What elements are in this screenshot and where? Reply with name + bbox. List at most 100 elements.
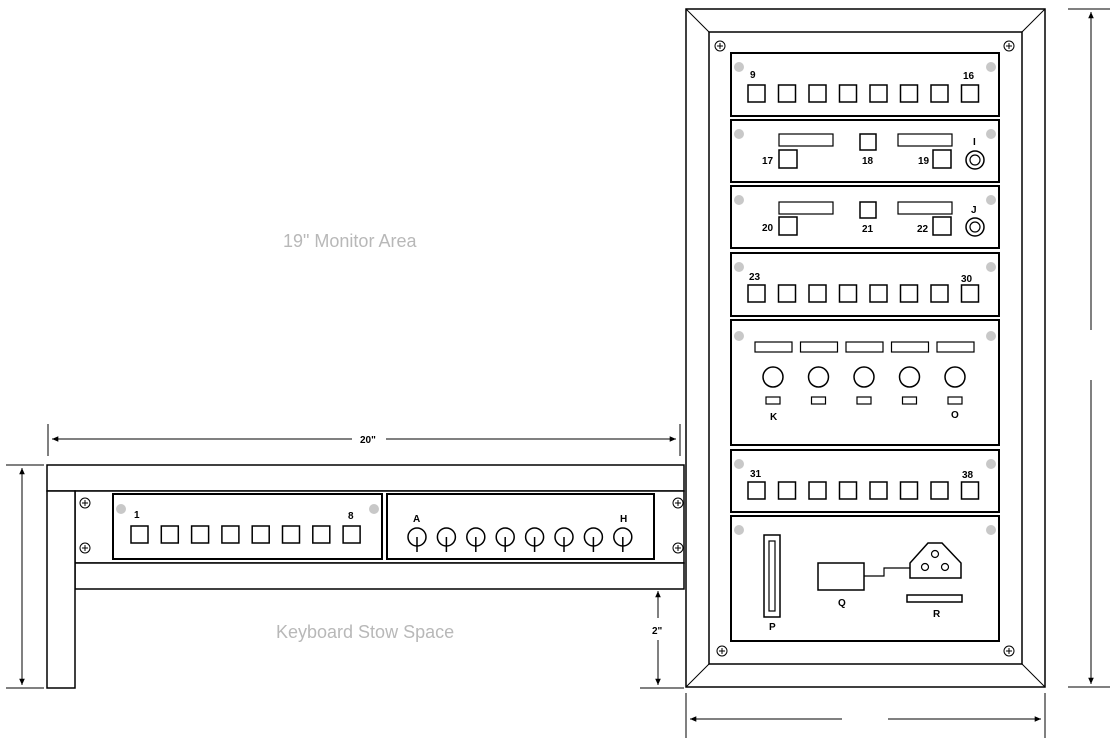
box-q-label: Q xyxy=(838,598,846,609)
rack-switch[interactable] xyxy=(808,481,827,500)
width-dimension: 20" xyxy=(47,424,681,456)
desk-switch[interactable] xyxy=(160,525,180,544)
rack-switch[interactable] xyxy=(960,84,980,103)
knob-a-label: A xyxy=(413,514,420,525)
rack-switch[interactable] xyxy=(930,84,949,103)
rack-bottom-panel: P Q R xyxy=(730,515,1000,642)
rack-switch[interactable] xyxy=(960,284,980,303)
knob-o-label: O xyxy=(951,410,959,421)
knob-indicator xyxy=(947,396,963,405)
rack-switch[interactable] xyxy=(899,284,919,303)
desk-switch[interactable] xyxy=(312,525,331,544)
slot-r-label: R xyxy=(933,609,941,620)
knob-display xyxy=(754,341,793,353)
rack-switch[interactable] xyxy=(808,284,827,303)
display-window xyxy=(897,133,953,147)
desk-switch[interactable] xyxy=(281,525,301,544)
display-window xyxy=(778,133,834,147)
button-16-label: 16 xyxy=(963,71,975,82)
rack-knob[interactable] xyxy=(944,366,966,388)
rack-switch[interactable] xyxy=(777,481,797,500)
rack-switch[interactable] xyxy=(899,481,919,500)
desk-button-panel: 1 8 xyxy=(112,493,383,560)
desk-knob[interactable] xyxy=(613,527,633,552)
button-18-label: 18 xyxy=(862,156,874,167)
desk-switch[interactable] xyxy=(130,525,149,544)
rack-switch[interactable] xyxy=(869,84,888,103)
button-22-label: 22 xyxy=(917,224,929,235)
desk-knob[interactable] xyxy=(554,527,574,552)
rack-switch[interactable] xyxy=(930,481,949,500)
switch-17[interactable] xyxy=(778,149,798,169)
rack-switch[interactable] xyxy=(777,284,797,303)
keyboard-stow-label: Keyboard Stow Space xyxy=(276,622,454,642)
rack-switch[interactable] xyxy=(747,84,766,103)
rack-switch[interactable] xyxy=(869,284,888,303)
button-31-label: 31 xyxy=(750,469,762,480)
knob-indicator xyxy=(765,396,781,405)
knob-h-label: H xyxy=(620,514,627,525)
knob-display xyxy=(890,341,930,353)
knob-indicator xyxy=(810,396,827,405)
rack-panel-20-22: 20 21 22 J xyxy=(730,185,1000,249)
rack-knob[interactable] xyxy=(762,366,784,388)
width-20-label: 20" xyxy=(360,435,376,446)
desk-knob[interactable] xyxy=(466,527,486,552)
button-38-label: 38 xyxy=(962,470,974,481)
button-20-label: 20 xyxy=(762,223,774,234)
button-19-label: 19 xyxy=(918,156,930,167)
desk-height-dimension xyxy=(6,464,44,689)
desk-switch[interactable] xyxy=(190,525,210,544)
button-9-label: 9 xyxy=(750,70,756,81)
rack-panel-31-38: 31 38 xyxy=(730,449,1000,513)
display-window xyxy=(897,201,953,215)
rack-switch[interactable] xyxy=(808,84,827,103)
rack-knob[interactable] xyxy=(853,366,875,388)
jack-j-label: J xyxy=(971,205,977,216)
fader-p-label: P xyxy=(769,622,776,633)
knob-indicator xyxy=(856,396,872,405)
height-2-label: 2" xyxy=(652,626,663,637)
rack-switch[interactable] xyxy=(930,284,949,303)
knob-display xyxy=(845,341,884,353)
rack-knob[interactable] xyxy=(898,366,921,388)
rack-switch[interactable] xyxy=(899,84,919,103)
switch-19[interactable] xyxy=(932,149,952,169)
button-23-label: 23 xyxy=(749,272,761,283)
desk-switch[interactable] xyxy=(251,525,270,544)
desk-knob-panel: A H xyxy=(386,493,655,560)
rack-panel-17-19: 17 18 19 I xyxy=(730,119,1000,183)
desk-switch[interactable] xyxy=(221,525,240,544)
desk-knob[interactable] xyxy=(495,527,515,552)
rack-switch[interactable] xyxy=(838,481,858,500)
rack-switch[interactable] xyxy=(777,84,797,103)
switch-20[interactable] xyxy=(778,216,798,236)
box-q xyxy=(817,562,865,591)
switch-18[interactable] xyxy=(859,133,877,151)
rack-switch[interactable] xyxy=(747,481,766,500)
button-17-label: 17 xyxy=(762,156,774,167)
switch-21[interactable] xyxy=(859,201,877,219)
desk-knob[interactable] xyxy=(583,527,604,552)
jack-i-label: I xyxy=(973,137,976,148)
rack-knob[interactable] xyxy=(807,366,830,388)
monitor-area-label: 19" Monitor Area xyxy=(283,231,417,251)
switch-22[interactable] xyxy=(932,216,952,236)
desk-knob[interactable] xyxy=(407,527,427,552)
button-21-label: 21 xyxy=(862,224,874,235)
desk-switch[interactable] xyxy=(342,525,361,544)
clearance-dimension: 2" xyxy=(640,591,684,689)
rack-width-dimension xyxy=(685,693,1046,738)
rack-switch[interactable] xyxy=(838,84,858,103)
rack-switch[interactable] xyxy=(838,284,858,303)
rack-panel-23-30: 23 30 xyxy=(730,252,1000,317)
button-8-label: 8 xyxy=(348,511,354,522)
knob-k-label: K xyxy=(770,412,778,423)
rack-switch[interactable] xyxy=(747,284,766,303)
desk-knob[interactable] xyxy=(524,527,545,552)
rack-switch[interactable] xyxy=(869,481,888,500)
slot-r xyxy=(906,594,963,603)
rack-switch[interactable] xyxy=(960,481,980,500)
desk-knob[interactable] xyxy=(436,527,457,552)
